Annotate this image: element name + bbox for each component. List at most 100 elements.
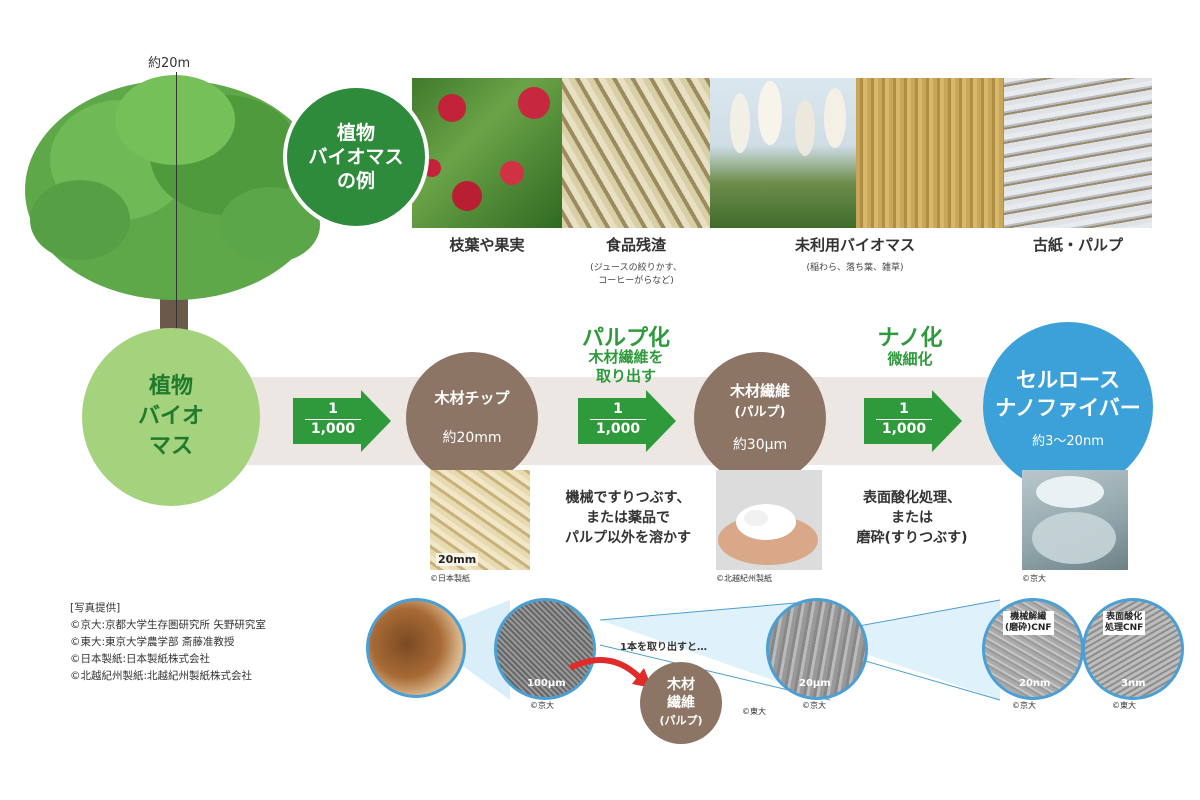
pulp-hand-image	[718, 504, 818, 565]
nanoization-subtitle: 微細化	[887, 350, 933, 368]
arrow-right-icon	[578, 390, 676, 452]
photo-straw	[856, 78, 1004, 228]
credit-line-1: ©京大:京都大学生存圏研究所 矢野研究室	[70, 619, 266, 631]
credits-header: [写真提供]	[70, 602, 121, 614]
micro-credit-3: ©京大	[1012, 701, 1036, 710]
single-fiber-line-2: 繊維	[667, 695, 695, 711]
mechanical-cnf-label: 機械解繊 (磨砕)CNF	[1003, 611, 1054, 635]
single-fiber-circle: 木材 繊維 (パルプ)	[640, 662, 722, 744]
pulping-desc-1: 機械ですりつぶす、	[565, 490, 691, 506]
wood-fiber-title: 木材繊維	[729, 382, 790, 400]
take-one-fiber-note: 1本を取り出すと…	[620, 642, 707, 653]
reduction-arrow-3: 1 1,000	[864, 390, 962, 452]
arrow-right-icon	[864, 390, 962, 452]
example-label-fruit: 枝葉や果実	[449, 236, 525, 254]
source-line-1: 植物	[148, 374, 193, 399]
tree-illustration	[25, 75, 325, 350]
example-label-unused-biomass: 未利用バイオマス	[794, 236, 915, 254]
pulping-sub-2: 取り出す	[595, 367, 656, 385]
micro-wood-fiber-sem: 100μm	[494, 598, 596, 700]
food-residue-sub-1: (ジュースの絞りかす、	[590, 263, 682, 273]
micro-mechanical-cnf: 機械解繊 (磨砕)CNF 20nm	[982, 598, 1084, 700]
nanoization-desc-3: 磨砕(すりつぶす)	[856, 530, 968, 546]
arrow-3-denominator: 1,000	[881, 421, 927, 437]
photo-pulp-in-hand	[716, 470, 822, 570]
wood-chip-title: 木材チップ	[434, 389, 510, 407]
arrow-right-icon	[293, 390, 391, 452]
example-label-paper-pulp: 古紙・パルプ	[1032, 236, 1123, 254]
oxidized-cnf-label-1: 表面酸化	[1106, 612, 1143, 622]
wood-fiber-circle: 木材繊維 (パルプ) 約30μm	[694, 352, 826, 484]
source-line-2: バイオ	[137, 404, 204, 429]
pulping-desc-2: または薬品で	[586, 510, 670, 526]
photo-wood-chips: 20mm	[430, 470, 530, 570]
arrow-1-numerator: 1	[328, 401, 338, 417]
nanoization-desc-2: または	[891, 510, 933, 526]
cnf-credit: ©京大	[1022, 574, 1046, 583]
tree-height-label: 約20m	[148, 56, 191, 71]
micro-scale-20nm: 20nm	[1019, 678, 1051, 689]
reduction-arrow-2: 1 1,000	[578, 390, 676, 452]
photo-fruit	[412, 78, 562, 228]
photo-credits: [写真提供] ©京大:京都大学生存圏研究所 矢野研究室 ©東大:東京大学農学部 …	[70, 600, 266, 685]
source-line-3: マス	[148, 434, 193, 459]
arrow-2-denominator: 1,000	[595, 421, 641, 437]
oxidized-cnf-label-2: 処理CNF	[1105, 623, 1144, 633]
wood-fiber-title-paren: (パルプ)	[734, 405, 786, 420]
single-fiber-line-1: 木材	[667, 677, 695, 693]
photo-paper	[1004, 78, 1152, 228]
nanoization-desc-1: 表面酸化処理、	[863, 490, 961, 506]
single-fiber-credit: ©東大	[742, 707, 766, 716]
single-fiber-line-3: (パルプ)	[659, 714, 703, 727]
wood-fiber-credit: ©北越紀州製紙	[716, 574, 772, 583]
wood-chip-credit: ©日本製紙	[430, 574, 470, 583]
cellulose-nanofiber-circle: セルロース ナノファイバー 約3〜20nm	[983, 322, 1153, 492]
credit-line-4: ©北越紀州製紙:北越紀州製紙株式会社	[70, 670, 253, 682]
pulping-desc-3: パルプ以外を溶かす	[565, 530, 691, 546]
photo-food-residue	[562, 78, 710, 228]
pulping-subtitle: 木材繊維を 取り出す	[566, 348, 686, 386]
reduction-arrow-1: 1 1,000	[293, 390, 391, 452]
micro-credit-1: ©京大	[530, 701, 554, 710]
badge-line-3: の例	[336, 170, 375, 192]
badge-line-2: バイオマス	[308, 146, 404, 168]
wood-chip-circle: 木材チップ 約20mm	[406, 352, 538, 484]
pulping-description: 機械ですりつぶす、 または薬品で パルプ以外を溶かす	[548, 488, 708, 548]
arrow-1-denominator: 1,000	[310, 421, 356, 437]
example-sub-unused-biomass: (稲わら、落ち葉、雑草)	[806, 263, 904, 273]
biomass-example-badge: 植物 バイオマス の例	[283, 84, 429, 230]
mechanical-cnf-label-1: 機械解繊	[1010, 612, 1047, 622]
example-label-food-residue: 食品残渣	[605, 236, 666, 254]
micro-credit-4: ©東大	[1112, 701, 1136, 710]
example-sub-food-residue: (ジュースの絞りかす、 コーヒーがらなど)	[562, 262, 710, 288]
cnf-title-1: セルロース	[1016, 367, 1120, 392]
micro-scale-100um: 100μm	[527, 678, 566, 689]
wood-chip-scale: 20mm	[436, 553, 479, 566]
mechanical-cnf-label-2: (磨砕)CNF	[1005, 623, 1052, 633]
pulping-sub-1: 木材繊維を	[588, 348, 664, 366]
wood-fiber-size: 約30μm	[732, 437, 788, 453]
micro-pulp-fiber-sem: 20μm	[766, 598, 868, 700]
micro-credit-2: ©京大	[802, 701, 826, 710]
nanoization-description: 表面酸化処理、 または 磨砕(すりつぶす)	[842, 488, 982, 548]
food-residue-sub-2: コーヒーがらなど)	[598, 276, 674, 286]
cnf-title-2: ナノファイバー	[995, 395, 1141, 420]
micro-scale-20um: 20μm	[799, 678, 831, 689]
arrow-2-numerator: 1	[613, 401, 623, 417]
micro-wood-cross-section	[366, 598, 466, 698]
credit-line-2: ©東大:東京大学農学部 斎藤准教授	[70, 636, 235, 648]
cnf-gel-image	[1032, 476, 1116, 564]
tree-height-line	[176, 72, 177, 352]
badge-line-1: 植物	[336, 122, 375, 144]
photo-grass	[710, 78, 856, 228]
wood-chip-size: 約20mm	[442, 430, 502, 446]
cnf-size: 約3〜20nm	[1032, 433, 1104, 449]
credit-line-3: ©日本製紙:日本製紙株式会社	[70, 653, 211, 665]
nanoization-title: ナノ化	[877, 326, 943, 351]
oxidized-cnf-label: 表面酸化 処理CNF	[1103, 611, 1146, 635]
pulping-title: パルプ化	[581, 326, 670, 351]
arrow-3-numerator: 1	[899, 401, 909, 417]
micro-oxidized-cnf: 表面酸化 処理CNF 3nm	[1082, 598, 1184, 700]
micro-scale-3nm: 3nm	[1121, 678, 1146, 689]
apple-image	[423, 87, 550, 211]
